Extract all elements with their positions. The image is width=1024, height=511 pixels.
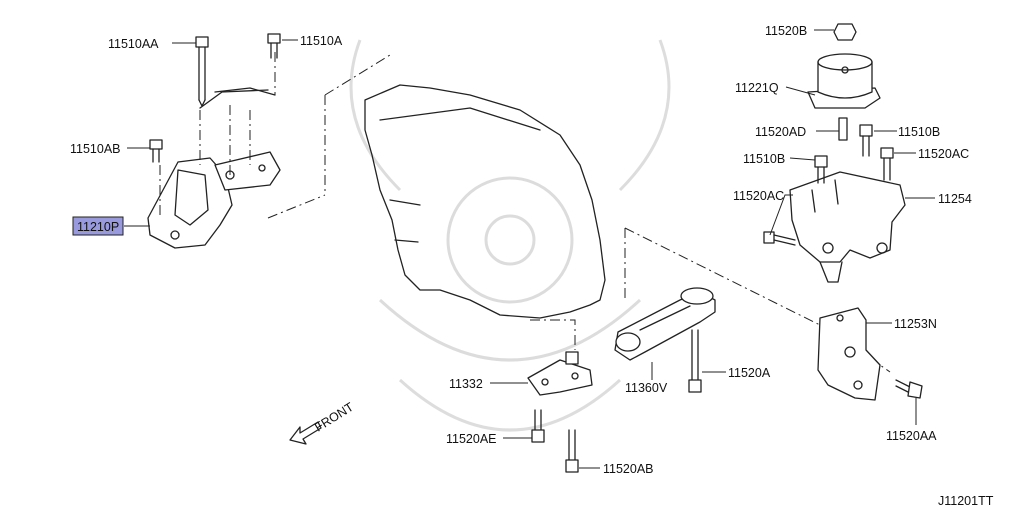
label-11254[interactable]: 11254: [938, 192, 972, 206]
label-11520AC-right[interactable]: 11520AC: [918, 147, 969, 161]
label-11520AB[interactable]: 11520AB: [603, 462, 654, 476]
label-11332[interactable]: 11332: [449, 377, 483, 391]
label-11210P[interactable]: 11210P: [77, 220, 119, 234]
upper-insulator-11221Q[interactable]: [807, 53, 881, 109]
front-label: FRONT: [312, 400, 356, 435]
engine-outline: [364, 84, 606, 319]
label-11510AB[interactable]: 11510AB: [70, 142, 121, 156]
highlight-box-11210P: [72, 216, 124, 236]
label-11520AD[interactable]: 11520AD: [755, 125, 806, 139]
bolt-11520AB[interactable]: [565, 429, 579, 473]
label-11510AA[interactable]: 11510AA: [108, 37, 159, 51]
bolt-11520AA[interactable]: [895, 379, 923, 399]
bolt-11520AC-right[interactable]: [880, 147, 894, 181]
bracket-11332[interactable]: [527, 351, 593, 396]
stud-11520AD[interactable]: [838, 117, 848, 141]
torque-rod-11360V[interactable]: [614, 287, 716, 361]
label-11360V[interactable]: 11360V: [625, 381, 668, 395]
bolt-11510B-left[interactable]: [814, 155, 828, 184]
bracket-11253N[interactable]: [817, 307, 881, 401]
bolt-11520AC-left[interactable]: [763, 231, 796, 246]
bolt-11510A[interactable]: [267, 33, 281, 59]
bolt-11520A[interactable]: [688, 329, 702, 393]
leader-lines: [124, 29, 935, 469]
engine-mount-11210P[interactable]: [147, 87, 281, 249]
label-11221Q[interactable]: 11221Q: [735, 81, 779, 95]
label-11520A[interactable]: 11520A: [728, 366, 771, 380]
watermark-emblem: [349, 39, 671, 432]
label-11510B-left[interactable]: 11510B: [743, 152, 785, 166]
bracket-11254[interactable]: [789, 171, 906, 283]
bolt-11510AB[interactable]: [149, 139, 163, 163]
front-arrow-icon: [289, 421, 322, 445]
label-11510B-right[interactable]: 11510B: [898, 125, 940, 139]
label-11520AE[interactable]: 11520AE: [446, 432, 497, 446]
label-11253N[interactable]: 11253N: [894, 317, 937, 331]
label-11520B[interactable]: 11520B: [765, 24, 807, 38]
label-11510A[interactable]: 11510A: [300, 34, 343, 48]
bolt-11510AA[interactable]: [195, 36, 209, 107]
nut-11520B[interactable]: [833, 23, 857, 41]
diagram-code: J11201TT: [938, 494, 994, 508]
label-11520AC-left[interactable]: 11520AC: [733, 189, 784, 203]
reference-lines: [267, 52, 891, 373]
bolt-11510B-right[interactable]: [859, 124, 873, 157]
label-11520AA[interactable]: 11520AA: [886, 429, 937, 443]
